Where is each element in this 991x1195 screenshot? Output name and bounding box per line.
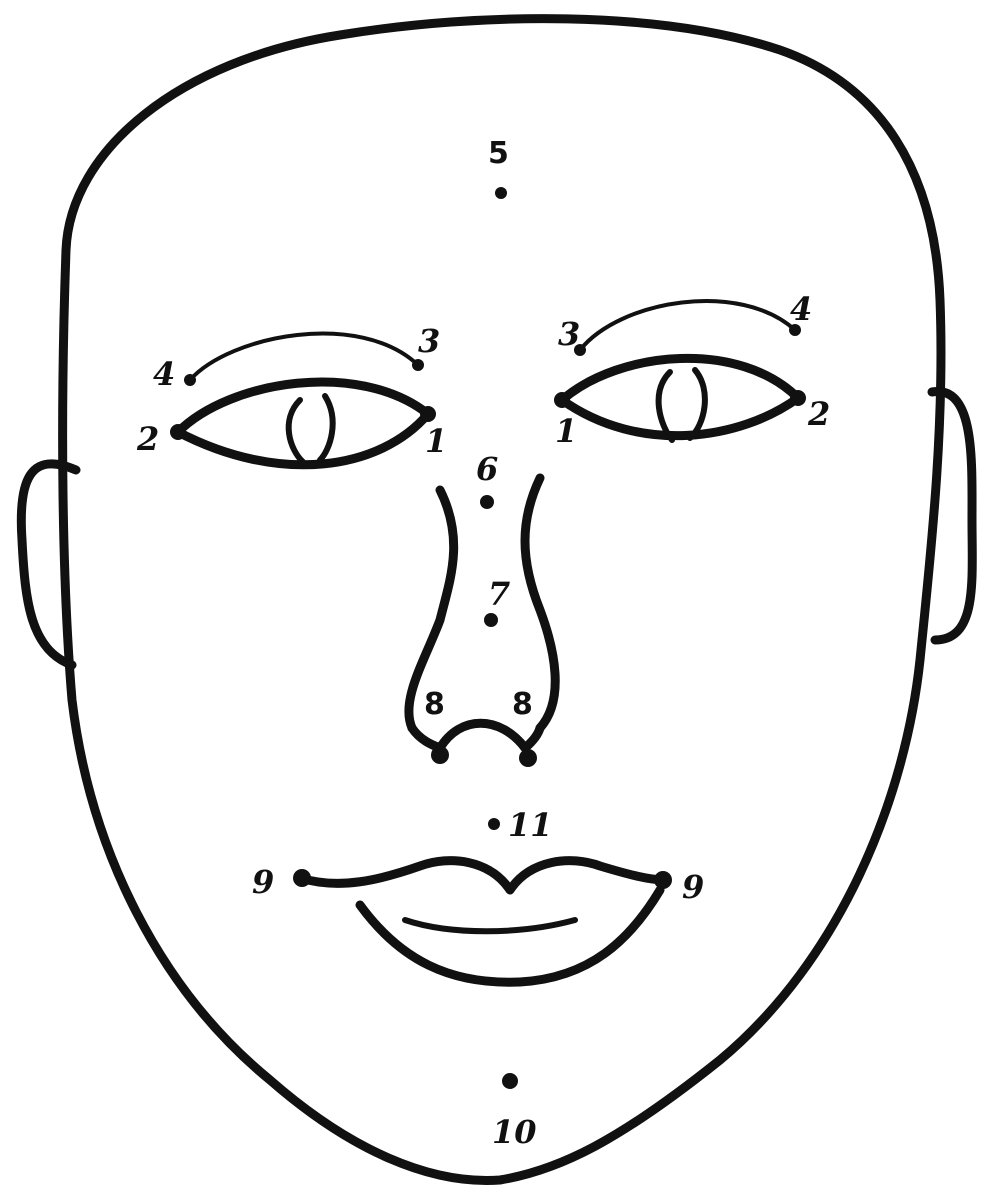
landmark-dot-10 — [502, 1073, 518, 1089]
label-6: 6 — [476, 450, 498, 488]
label-2-right: 2 — [136, 420, 159, 458]
label-8-left: 8 — [512, 687, 533, 722]
label-10: 10 — [492, 1113, 537, 1151]
eye-right — [178, 382, 428, 465]
label-4-right: 4 — [153, 355, 175, 393]
nose-base — [412, 723, 540, 748]
eye-left — [562, 358, 798, 435]
landmark-dot-9-left — [654, 871, 672, 889]
label-1-right: 1 — [425, 422, 447, 460]
landmark-dot-9-right — [293, 869, 311, 887]
landmark-dot-5 — [495, 187, 507, 199]
label-3-right: 3 — [418, 322, 440, 360]
eyebrow-right — [190, 334, 418, 380]
iris-right — [289, 396, 333, 462]
landmark-dot-8-left — [519, 749, 537, 767]
mouth-upper-lip — [300, 861, 665, 890]
label-11: 11 — [508, 806, 553, 844]
label-5: 5 — [488, 136, 509, 171]
landmark-dot-11 — [488, 818, 500, 830]
label-3-left: 3 — [558, 315, 580, 353]
mouth-inner-line — [405, 920, 575, 931]
landmark-dot-6 — [480, 495, 494, 509]
landmark-dot-1-right — [420, 406, 436, 422]
label-4-left: 4 — [790, 290, 812, 328]
label-2-left: 2 — [807, 395, 830, 433]
landmark-dot-2-right — [170, 424, 186, 440]
landmark-dot-7 — [484, 613, 498, 627]
mouth-lower-lip — [360, 890, 660, 982]
label-9-left: 9 — [682, 868, 704, 906]
iris-left — [659, 370, 705, 440]
landmark-dot-2-left — [790, 390, 806, 406]
landmark-dot-4-right — [184, 374, 196, 386]
label-9-right: 9 — [252, 863, 274, 901]
label-1-left: 1 — [555, 412, 577, 450]
label-7: 7 — [488, 575, 510, 613]
eyebrow-left — [580, 301, 795, 350]
label-8-right: 8 — [424, 687, 445, 722]
landmark-dot-3-right — [412, 359, 424, 371]
landmark-dot-1-left — [554, 392, 570, 408]
landmark-dot-8-right — [431, 746, 449, 764]
